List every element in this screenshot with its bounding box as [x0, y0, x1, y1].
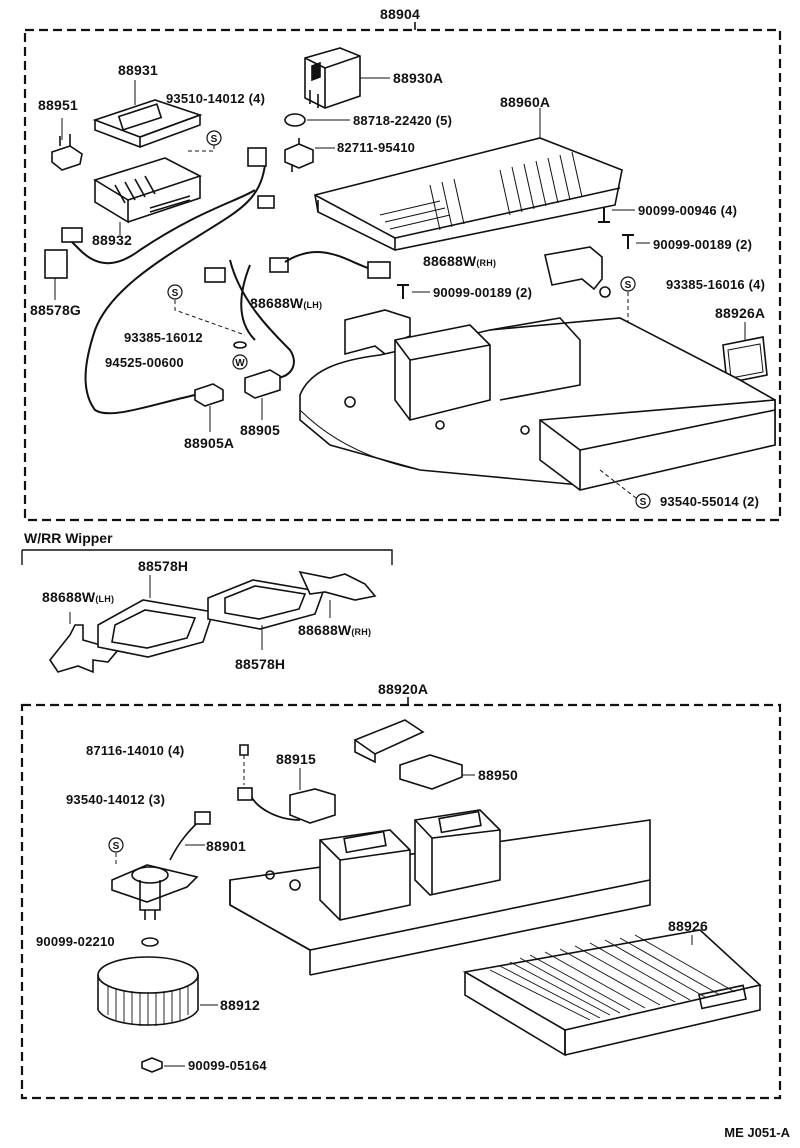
- screw-glyph: S: [172, 288, 179, 299]
- label-88688W-LH-top: 88688W(LH): [250, 295, 322, 313]
- part-88578H-gasket-a: [97, 599, 215, 658]
- label-88688W-LH-top-code: 88688W: [250, 295, 304, 311]
- screw-glyph: S: [625, 280, 632, 291]
- part-88901-motor: [111, 864, 199, 920]
- label-88688W-LH-mid-code: 88688W: [42, 589, 96, 605]
- label-90099-05164: 90099-05164: [188, 1058, 267, 1073]
- part-connector-b: [257, 195, 275, 209]
- label-88901: 88901: [206, 838, 246, 854]
- label-93510-14012: 93510-14012 (4): [166, 91, 266, 106]
- part-connector-a: [247, 147, 267, 167]
- wrr-bracket: [22, 549, 393, 565]
- part-88912-fan: [97, 956, 199, 1026]
- part-88718-ring: [284, 113, 306, 127]
- label-88915: 88915: [276, 751, 316, 767]
- part-88926-filter: [462, 929, 762, 1057]
- part-88578H-gasket-b: [207, 579, 325, 630]
- label-88578G: 88578G: [30, 302, 82, 318]
- label-88905: 88905: [240, 422, 280, 438]
- label-88932: 88932: [92, 232, 132, 248]
- screw-symbol-93385-16016: [620, 276, 636, 292]
- part-connector-e: [269, 257, 289, 273]
- part-screw-90099-00189-b: [397, 284, 409, 299]
- label-88578H-a: 88578H: [138, 558, 189, 574]
- screw-symbol-93540-14012: [108, 837, 124, 853]
- label-93540-55014: 93540-55014 (2): [660, 494, 760, 509]
- label-88718-22420: 88718-22420 (5): [353, 113, 453, 128]
- label-90099-00189-lh: 90099-00189 (2): [433, 285, 533, 300]
- label-88960A: 88960A: [500, 94, 551, 110]
- part-88931-module: [92, 99, 203, 149]
- part-screw-90099-00189-a: [622, 234, 634, 249]
- part-88905-connector: [244, 369, 281, 399]
- label-93540-14012: 93540-14012 (3): [66, 792, 166, 807]
- label-88905A: 88905A: [184, 435, 235, 451]
- part-88688W-LH-bracket-wrr: [49, 624, 120, 674]
- label-90099-00946: 90099-00946 (4): [638, 203, 738, 218]
- part-87116-clip: [239, 744, 249, 756]
- label-88951: 88951: [38, 97, 78, 113]
- part-88950-module: [399, 754, 463, 790]
- wire-harness-top: [84, 164, 266, 415]
- label-90099-02210: 90099-02210: [36, 934, 115, 949]
- label-88688W-RH-top-side: (RH): [476, 258, 497, 268]
- screw-glyph: S: [640, 497, 647, 508]
- label-88688W-RH-top: 88688W(RH): [423, 253, 496, 271]
- part-88905A-connector: [194, 383, 224, 407]
- part-housing-lower: [229, 809, 651, 976]
- label-88688W-RH-mid: 88688W(RH): [298, 622, 371, 640]
- part-88930A-switch: [304, 47, 361, 109]
- label-93385-16012: 93385-16012: [124, 330, 203, 345]
- label-87116-14010: 87116-14010 (4): [86, 743, 185, 758]
- part-88688W-RH-bracket-wrr: [298, 570, 377, 601]
- part-90099-02210-washer: [141, 937, 159, 947]
- part-cover-lower: [353, 719, 425, 755]
- label-94525-00600: 94525-00600: [105, 355, 184, 370]
- label-93385-16016: 93385-16016 (4): [666, 277, 766, 292]
- label-88931: 88931: [118, 62, 158, 78]
- label-88688W-LH-top-side: (LH): [303, 300, 323, 310]
- screw-symbol-93540-55014: [635, 493, 651, 509]
- screw-glyph: S: [113, 841, 120, 852]
- label-88688W-LH-mid-side: (LH): [95, 594, 115, 604]
- footer-code: ME J051-A: [724, 1125, 790, 1140]
- label-88688W-RH-top-code: 88688W: [423, 253, 477, 269]
- label-88688W-RH-mid-side: (RH): [351, 627, 372, 637]
- label-88688W-RH-mid-code: 88688W: [298, 622, 352, 638]
- assembly-frame-main: [23, 28, 782, 522]
- part-connector-d: [204, 267, 226, 283]
- part-88688W-RH-bracket: [544, 246, 603, 291]
- label-88578H-b: 88578H: [235, 656, 286, 672]
- part-88951-clip: [51, 134, 83, 171]
- screw-glyph: S: [211, 134, 218, 145]
- part-82711-connector: [284, 138, 314, 172]
- label-88926A: 88926A: [715, 305, 766, 321]
- part-connector-c: [61, 227, 83, 243]
- label-90099-00189-rh: 90099-00189 (2): [653, 237, 753, 252]
- part-housing-upper: [299, 317, 776, 491]
- assembly-frame-lower: [20, 703, 782, 1100]
- part-88932-box: [93, 157, 203, 224]
- washer-glyph: W: [235, 358, 245, 369]
- part-88915-unit: [289, 788, 336, 824]
- part-88578G-pad: [44, 249, 68, 279]
- label-88950: 88950: [478, 767, 518, 783]
- part-connector-f: [367, 261, 391, 279]
- section-title-wrr-wipper: W/RR Wipper: [24, 530, 113, 546]
- washer-symbol-94525: [232, 354, 248, 370]
- label-88688W-LH-mid: 88688W(LH): [42, 589, 114, 607]
- label-88926: 88926: [668, 918, 708, 934]
- screw-symbol-93385-16012: [167, 284, 183, 300]
- label-82711-95410: 82711-95410: [337, 140, 416, 155]
- label-assembly-88920A: 88920A: [378, 681, 429, 697]
- part-90099-05164-nut: [141, 1057, 163, 1073]
- label-88912: 88912: [220, 997, 260, 1013]
- label-88930A: 88930A: [393, 70, 444, 86]
- label-assembly-88904: 88904: [380, 6, 420, 22]
